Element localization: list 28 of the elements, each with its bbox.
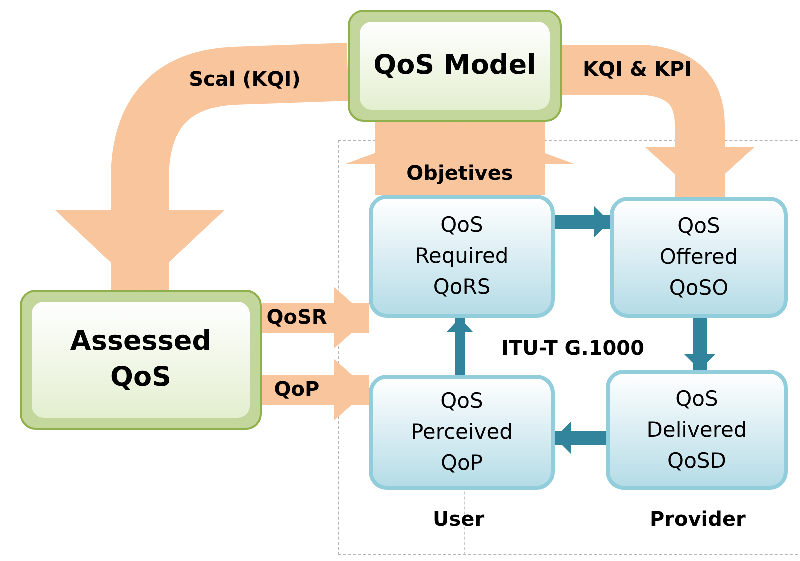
arrow (447, 318, 473, 375)
arrow (262, 359, 369, 421)
node-label: QoS Perceived QoP (410, 388, 514, 477)
arrow (55, 43, 350, 290)
process-box (610, 197, 788, 318)
process-box (369, 195, 555, 318)
process-box (606, 370, 788, 490)
edge-label: QoP (273, 376, 321, 402)
arrow (684, 318, 716, 370)
edge-label: KQI & KPI (582, 56, 693, 82)
edge-label: Scal (KQI) (188, 66, 302, 92)
node-label: QoS Model (360, 22, 550, 110)
node-label: QoS Required QoRS (414, 212, 510, 301)
edge-label: Objetives (406, 160, 514, 186)
model-box (348, 10, 562, 122)
arrow (555, 422, 606, 454)
node-label: QoS Delivered QoSD (646, 386, 748, 474)
process-box (369, 375, 555, 490)
node-label: Assessed QoS (32, 302, 250, 418)
column-label: Provider (650, 506, 746, 532)
column-label: User (433, 506, 485, 532)
arrow (555, 206, 610, 238)
arrow (346, 122, 574, 195)
arrow (262, 287, 369, 349)
node-label: QoS Offered QoSO (658, 213, 740, 302)
edge-label: QoSR (266, 304, 328, 330)
edge-label: ITU-T G.1000 (500, 335, 646, 361)
model-box (20, 290, 262, 430)
